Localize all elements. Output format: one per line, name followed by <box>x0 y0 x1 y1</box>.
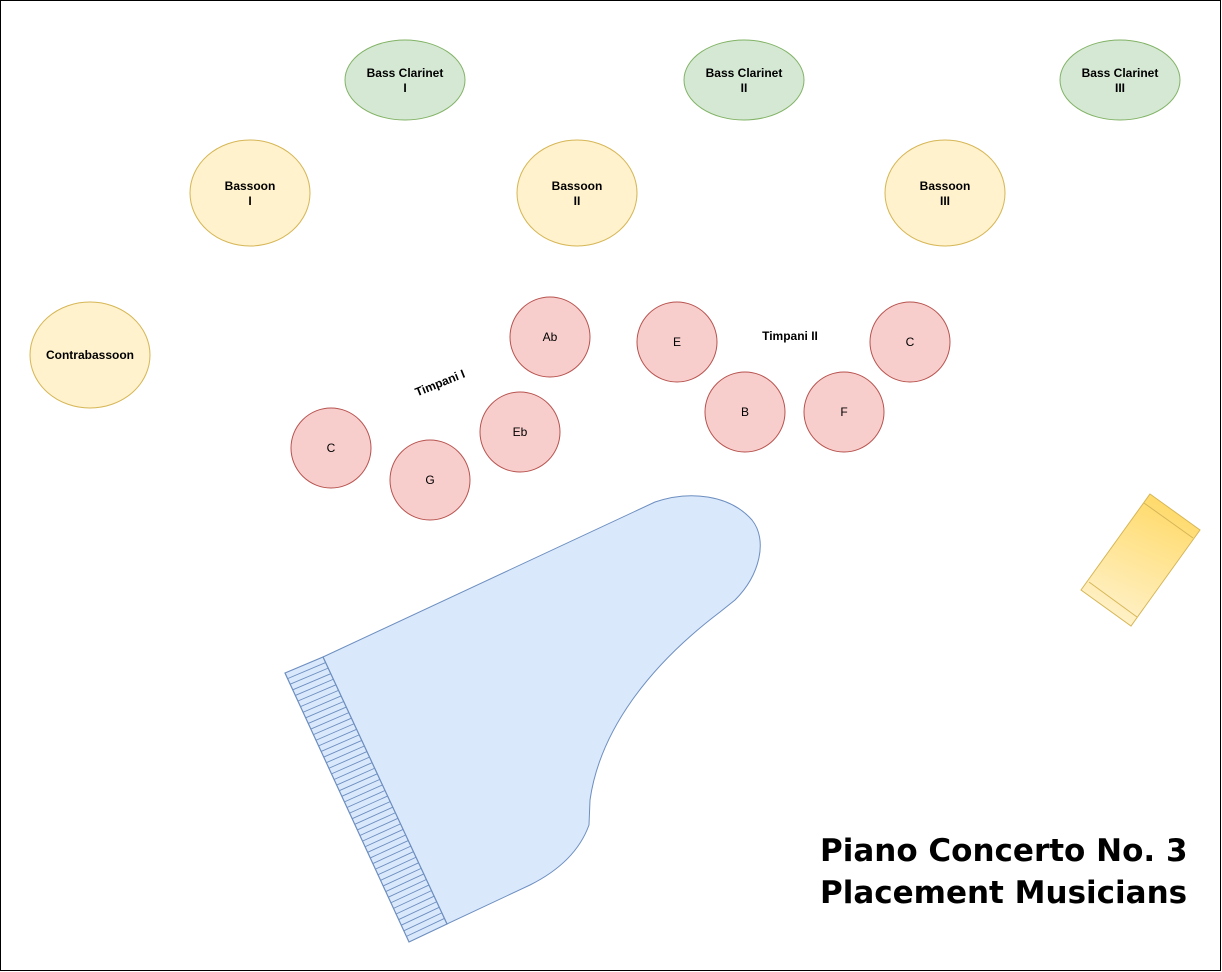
piano-body <box>322 495 761 925</box>
piano-key <box>292 673 331 691</box>
piano-key <box>341 778 381 797</box>
bassoon-2-label: Bassoon <box>552 179 603 193</box>
grand-piano[interactable] <box>284 495 761 943</box>
drum-label: B <box>741 405 749 419</box>
piano-key <box>398 901 437 920</box>
bass-clarinet-2[interactable]: Bass Clarinet II <box>683 39 805 121</box>
piano-key <box>333 762 373 780</box>
piano-keys <box>287 662 445 937</box>
piano-key <box>382 867 422 887</box>
timpani-1-drum-ab[interactable]: Ab <box>509 296 591 378</box>
piano-key <box>320 734 360 752</box>
bass-clarinet-3-number: III <box>1115 81 1125 95</box>
title-line-2: Placement Musicians <box>820 875 1187 911</box>
bass-clarinet-2-number: II <box>741 81 748 95</box>
piano-key <box>344 784 383 803</box>
piano-key <box>385 873 424 892</box>
timpani-1-drum-c[interactable]: C <box>290 407 372 489</box>
piano-key <box>380 862 419 881</box>
timpani-2-drum-b[interactable]: B <box>704 371 786 453</box>
piano-key <box>310 712 350 730</box>
piano-key <box>388 879 427 898</box>
piano-bench[interactable] <box>1080 493 1201 627</box>
piano-key <box>297 684 337 702</box>
bassoon-3-label: Bassoon <box>920 179 971 193</box>
piano-key <box>390 884 430 904</box>
piano-key <box>354 806 393 825</box>
timpani-2-drum-f[interactable]: F <box>803 371 885 453</box>
piano-key <box>346 790 386 808</box>
contrabassoon-label: Contrabassoon <box>46 348 134 362</box>
piano-key <box>300 689 339 708</box>
piano-key <box>362 823 401 842</box>
bass-clarinet-1-label: Bass Clarinet <box>367 66 444 80</box>
contrabassoon[interactable]: Contrabassoon <box>29 301 151 409</box>
bass-clarinet-3-label: Bass Clarinet <box>1082 66 1159 80</box>
drum-label: C <box>906 335 915 349</box>
timpani-2-drum-e[interactable]: E <box>636 301 718 383</box>
timpani-2-label: Timpani II <box>762 329 818 343</box>
piano-key <box>403 912 443 932</box>
timpani-1-drum-eb[interactable]: Eb <box>479 391 561 473</box>
piano-key <box>370 840 409 859</box>
piano-key <box>351 801 391 820</box>
drum-label: F <box>840 405 847 419</box>
bassoon-2-number: II <box>574 194 581 208</box>
piano-key <box>295 678 334 696</box>
bassoon-3-number: III <box>940 194 950 208</box>
piano-key <box>339 773 378 792</box>
timpani-1-drum-g[interactable]: G <box>389 439 471 521</box>
drum-label: G <box>425 473 434 487</box>
piano-key <box>305 701 344 719</box>
bassoon-1-label: Bassoon <box>225 179 276 193</box>
drum-label: C <box>327 441 336 455</box>
bassoon-1-number: I <box>248 194 251 208</box>
piano-key <box>364 829 404 848</box>
bassoon-1[interactable]: Bassoon I <box>189 139 311 247</box>
piano-key <box>359 817 399 836</box>
piano-key <box>393 890 432 909</box>
bassoon-2[interactable]: Bassoon II <box>516 139 638 247</box>
bass-clarinet-2-label: Bass Clarinet <box>706 66 783 80</box>
bassoon-3[interactable]: Bassoon III <box>884 139 1006 247</box>
timpani-2-drum-c[interactable]: C <box>869 301 951 383</box>
piano-key <box>367 834 406 853</box>
piano-key <box>349 795 388 814</box>
bass-clarinet-1[interactable]: Bass Clarinet I <box>344 39 466 121</box>
piano-key <box>328 751 368 769</box>
bass-clarinet-3[interactable]: Bass Clarinet III <box>1059 39 1181 121</box>
piano-key <box>315 723 355 741</box>
piano-key <box>375 851 414 870</box>
drum-label: E <box>673 335 681 349</box>
drum-label: Eb <box>513 425 528 439</box>
piano-key <box>313 717 352 736</box>
drum-label: Ab <box>543 330 558 344</box>
piano-key <box>401 906 440 926</box>
piano-key <box>323 740 362 758</box>
piano-key <box>406 918 445 937</box>
piano-key <box>377 856 417 876</box>
piano-key <box>289 667 329 685</box>
title-line-1: Piano Concerto No. 3 <box>820 833 1188 869</box>
piano-key <box>336 767 375 786</box>
piano-key <box>302 695 342 713</box>
piano-key <box>318 728 357 747</box>
piano-key <box>326 745 365 764</box>
piano-key <box>395 895 435 915</box>
piano-key <box>308 706 347 724</box>
piano-key <box>372 845 412 864</box>
piano-key <box>287 662 326 680</box>
piano-key <box>357 812 396 831</box>
piano-key <box>331 756 370 775</box>
bass-clarinet-1-number: I <box>403 81 406 95</box>
